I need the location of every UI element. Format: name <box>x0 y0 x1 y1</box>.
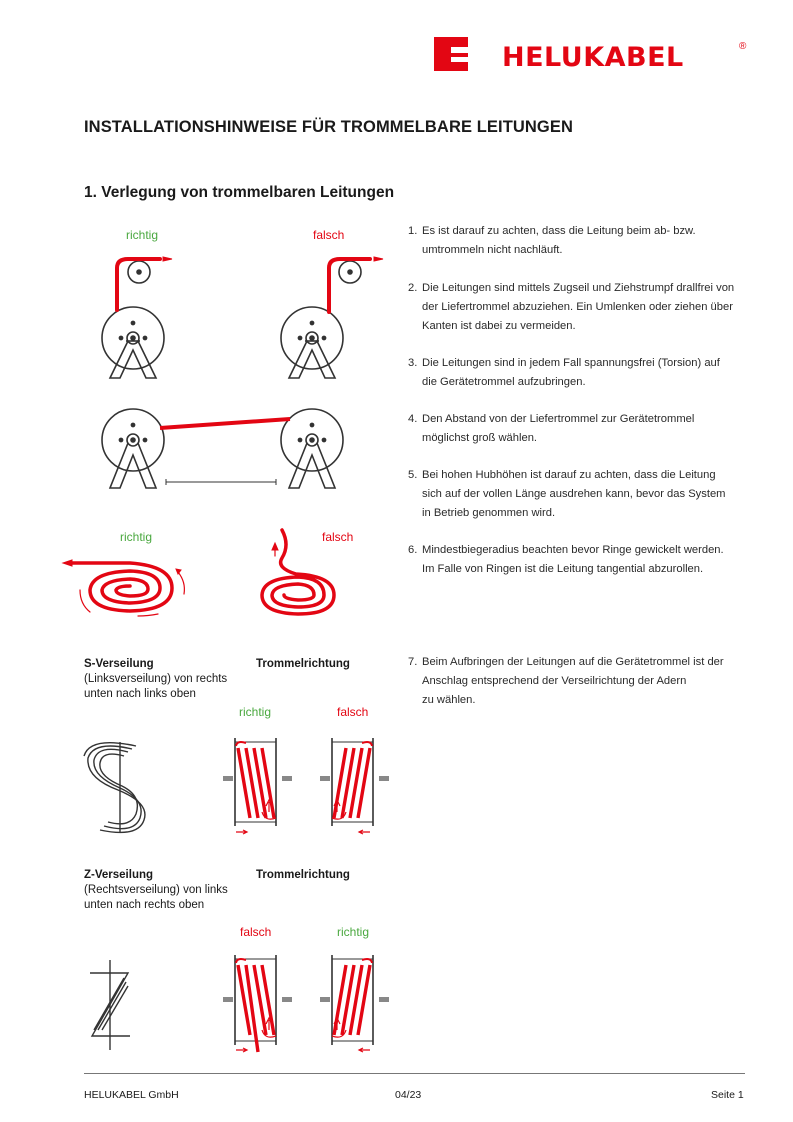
label-z-drum-wrong: falsch <box>240 925 272 939</box>
coil-correct-figure <box>61 559 185 617</box>
z-lay-symbol-icon <box>90 960 130 1050</box>
drum-distance-cable <box>159 417 291 430</box>
label-s-drum-correct: richtig <box>239 705 272 719</box>
s-drum-direction-heading: Trommelrichtung <box>256 658 350 670</box>
distance-dimension-line <box>165 479 277 485</box>
z-lay-heading: Z-Verseilung <box>84 869 154 881</box>
s-lay-desc-line: unten nach links oben <box>84 688 196 700</box>
instruction-line: Den Abstand von der Liefertrommel zur Ge… <box>422 413 695 425</box>
label-z-drum-correct: richtig <box>337 925 370 939</box>
z-drum-wrong-figure <box>223 955 292 1053</box>
instruction-number: 4. <box>408 413 418 425</box>
instruction-line: Anschlag entsprechend der Verseilrichtun… <box>422 675 687 687</box>
footer-date: 04/23 <box>395 1089 422 1101</box>
z-lay-desc-line: (Rechtsverseilung) von links <box>84 884 228 896</box>
z-lay-desc-line: unten nach rechts oben <box>84 899 205 911</box>
instruction-line: Bei hohen Hubhöhen ist darauf zu achten,… <box>422 469 716 481</box>
page-title: INSTALLATIONSHINWEISE FÜR TROMMELBARE LE… <box>84 118 573 136</box>
instruction-line: der Liefertrommel abzuziehen. Ein Umlenk… <box>422 301 733 313</box>
reel-wrong-cable <box>327 256 384 314</box>
instruction-line: in Betrieb genommen wird. <box>422 507 556 519</box>
device-drum-figure <box>280 408 344 489</box>
label-reel-correct: richtig <box>126 228 159 242</box>
label-s-drum-wrong: falsch <box>337 705 369 719</box>
instruction-line: Beim Aufbringen der Leitungen auf die Ge… <box>422 656 724 668</box>
registered-mark: ® <box>739 41 747 52</box>
instruction-line: Im Falle von Ringen ist die Leitung tang… <box>422 563 704 575</box>
instruction-line: Mindestbiegeradius beachten bevor Ringe … <box>422 544 724 556</box>
label-coil-wrong: falsch <box>322 530 354 544</box>
instruction-line: Kanten ist dabei zu vermeiden. <box>422 320 576 332</box>
instruction-line: umtrommeln nicht nachläuft. <box>422 244 563 256</box>
z-drum-correct-figure <box>320 955 389 1053</box>
instruction-line: die Gerätetrommel aufzubringen. <box>422 376 586 388</box>
reel-correct-figure <box>101 260 165 379</box>
instruction-line: Die Leitungen sind mittels Zugseil und Z… <box>422 282 735 294</box>
s-lay-symbol-icon <box>83 742 146 834</box>
instruction-number: 3. <box>408 357 418 369</box>
z-drum-direction-heading: Trommelrichtung <box>256 869 350 881</box>
instruction-number: 5. <box>408 469 418 481</box>
s-drum-correct-figure <box>223 738 292 835</box>
supply-drum-figure <box>101 408 165 489</box>
reel-wrong-figure <box>280 260 362 379</box>
s-drum-wrong-figure <box>320 738 389 835</box>
instruction-line: Die Leitungen sind in jedem Fall spannun… <box>422 357 720 369</box>
instruction-number: 2. <box>408 282 418 294</box>
label-reel-wrong: falsch <box>313 228 345 242</box>
instruction-number: 7. <box>408 656 418 668</box>
instruction-line: Es ist darauf zu achten, dass die Leitun… <box>422 225 696 237</box>
instruction-line: möglichst groß wählen. <box>422 432 538 444</box>
footer-company: HELUKABEL GmbH <box>84 1089 179 1101</box>
brand-name: HELUKABEL <box>502 42 684 73</box>
label-coil-correct: richtig <box>120 530 153 544</box>
footer-page-number: Seite 1 <box>711 1089 744 1101</box>
footer-divider <box>84 1073 745 1074</box>
instruction-number: 1. <box>408 225 418 237</box>
s-lay-heading: S-Verseilung <box>84 658 154 670</box>
s-lay-description: (Linksverseilung) von rechts unten nach … <box>84 672 254 702</box>
instruction-line: sich auf der vollen Länge ausdrehen kann… <box>422 488 726 500</box>
s-lay-desc-line: (Linksverseilung) von rechts <box>84 673 228 685</box>
instruction-number: 6. <box>408 544 418 556</box>
instruction-line: zu wählen. <box>422 694 476 706</box>
helukabel-logo-icon <box>434 37 468 71</box>
reel-correct-cable <box>115 256 173 312</box>
z-lay-description: (Rechtsverseilung) von links unten nach … <box>84 883 254 913</box>
section-title: 1. Verlegung von trommelbaren Leitungen <box>84 184 395 201</box>
